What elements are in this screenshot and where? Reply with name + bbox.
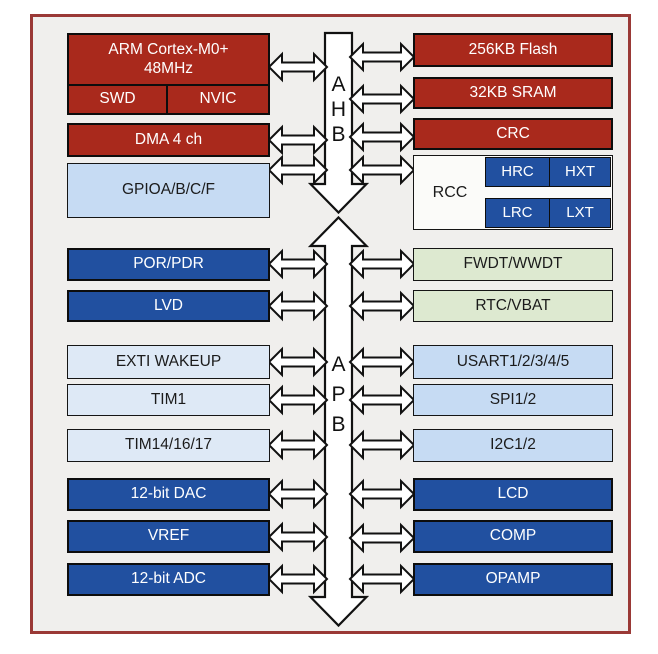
ahb-bus-label: A H B	[325, 72, 352, 147]
block-hxt: HXT	[549, 157, 611, 187]
apb-bus-label: A P B	[325, 350, 352, 440]
arrow-gpio	[267, 154, 329, 186]
ahb-letter-a: A	[331, 73, 346, 96]
block-dac: 12-bit DAC	[67, 478, 270, 511]
arrow-spi	[348, 384, 416, 416]
arrow-comp	[348, 522, 416, 554]
arrow-arm	[267, 51, 329, 83]
arrow-lvd	[267, 290, 329, 322]
block-lxt: LXT	[549, 198, 611, 228]
apb-bus-arrow	[307, 215, 370, 628]
block-fwdt: FWDT/WWDT	[413, 248, 613, 281]
arrow-usart	[348, 346, 416, 378]
arrow-flash	[348, 41, 416, 73]
block-opamp: OPAMP	[413, 563, 613, 596]
arrow-adc	[267, 563, 329, 595]
arrow-dma	[267, 124, 329, 156]
block-crc: CRC	[413, 118, 613, 150]
arrow-tim1	[267, 384, 329, 416]
block-sram: 32KB SRAM	[413, 77, 613, 109]
arrow-por	[267, 248, 329, 280]
arrow-dac	[267, 478, 329, 510]
arrow-tim14	[267, 429, 329, 461]
arrow-vref	[267, 521, 329, 553]
block-lrc: LRC	[485, 198, 550, 228]
arrow-sram	[348, 83, 416, 115]
ahb-letter-h: H	[330, 98, 347, 121]
block-exti: EXTI WAKEUP	[67, 345, 270, 379]
block-arm-core: ARM Cortex-M0+ 48MHz	[67, 33, 270, 86]
block-comp: COMP	[413, 520, 613, 553]
arrow-crc	[348, 121, 416, 153]
block-flash: 256KB Flash	[413, 33, 613, 67]
ahb-letter-b: B	[331, 123, 346, 146]
block-nvic: NVIC	[166, 84, 270, 115]
block-rtc: RTC/VBAT	[413, 290, 613, 322]
block-adc: 12-bit ADC	[67, 563, 270, 596]
arrow-opamp	[348, 563, 416, 595]
block-swd: SWD	[67, 84, 168, 115]
arrow-fwdt	[348, 248, 416, 280]
apb-letter-b: B	[331, 413, 346, 436]
apb-letter-a: A	[331, 353, 346, 376]
block-i2c: I2C1/2	[413, 429, 613, 462]
arrow-rtc	[348, 290, 416, 322]
block-rcc-label: RCC	[432, 183, 468, 201]
block-gpio: GPIOA/B/C/F	[67, 163, 270, 218]
block-dma: DMA 4 ch	[67, 123, 270, 157]
arrow-lcd	[348, 478, 416, 510]
block-lcd: LCD	[413, 478, 613, 511]
apb-letter-p: P	[331, 383, 346, 406]
arrow-i2c	[348, 429, 416, 461]
block-por-pdr: POR/PDR	[67, 248, 270, 281]
block-tim14: TIM14/16/17	[67, 429, 270, 462]
block-hrc: HRC	[485, 157, 550, 187]
arrow-exti	[267, 346, 329, 378]
block-tim1: TIM1	[67, 384, 270, 416]
arrow-rcc	[348, 154, 416, 186]
block-spi: SPI1/2	[413, 384, 613, 416]
block-lvd: LVD	[67, 290, 270, 322]
block-vref: VREF	[67, 520, 270, 553]
block-usart: USART1/2/3/4/5	[413, 345, 613, 379]
